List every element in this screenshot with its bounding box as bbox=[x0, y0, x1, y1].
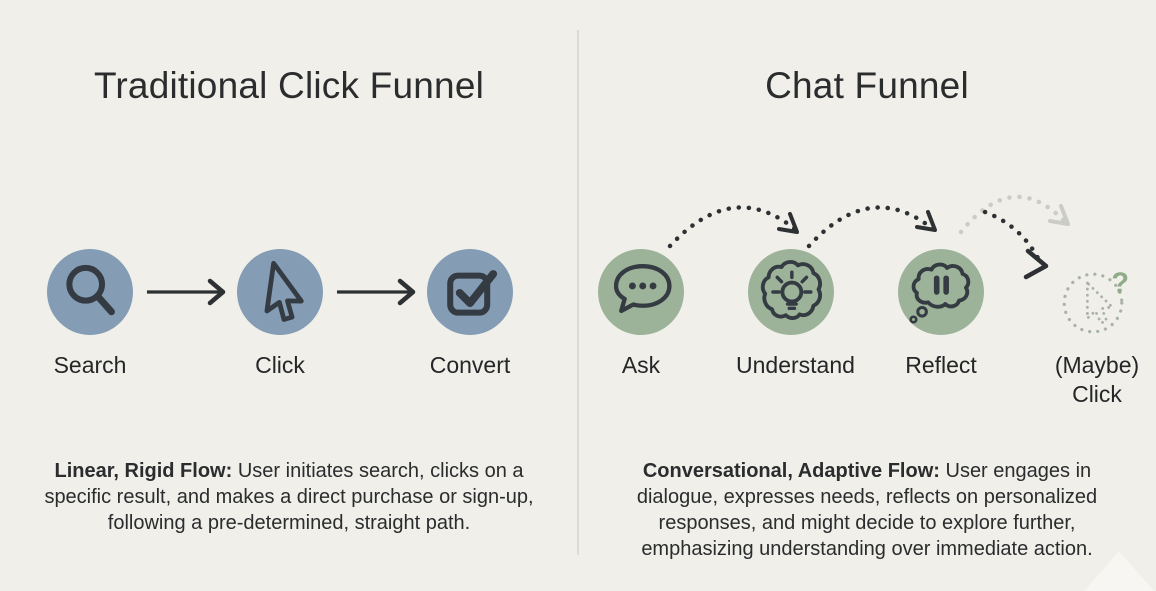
magnifier-icon bbox=[66, 264, 115, 316]
reflect-label: Reflect bbox=[905, 352, 977, 378]
checkbox-check-icon bbox=[447, 270, 498, 316]
step-search: Search bbox=[47, 249, 133, 380]
question-mark: ? bbox=[1111, 268, 1129, 300]
convert-label: Convert bbox=[429, 352, 511, 378]
chat-funnel-row: Ask Understand bbox=[586, 249, 1156, 410]
chat-funnel-description: Conversational, Adaptive Flow: User enga… bbox=[578, 458, 1156, 562]
thought-pause-icon bbox=[909, 262, 971, 324]
panel-divider bbox=[577, 30, 579, 555]
traditional-funnel-panel: Traditional Click Funnel Search bbox=[0, 65, 578, 536]
dotted-arrow-ask-understand bbox=[667, 205, 799, 249]
chat-bubble-icon bbox=[613, 264, 672, 314]
dotted-arrow-understand-reflect bbox=[806, 205, 937, 249]
description-body: User engages in dialogue, expresses need… bbox=[636, 460, 1098, 560]
traditional-funnel-row: Search Click bbox=[0, 249, 569, 380]
reflect-circle bbox=[898, 249, 984, 335]
traditional-funnel-title: Traditional Click Funnel bbox=[93, 65, 485, 106]
ask-label: Ask bbox=[621, 352, 661, 378]
maybe-click-circle: ? bbox=[1057, 259, 1137, 339]
faded-dotted-arrow bbox=[958, 194, 1070, 235]
step-ask: Ask bbox=[598, 249, 684, 380]
click-label: Click bbox=[255, 352, 305, 378]
step-convert: Convert bbox=[427, 249, 513, 380]
chat-funnel-panel: Chat Funnel bbox=[578, 0, 1156, 591]
chat-funnel-title: Chat Funnel bbox=[765, 65, 969, 106]
step-click: Click bbox=[237, 249, 323, 380]
step-understand: Understand bbox=[736, 249, 855, 380]
arrow-right-icon bbox=[337, 278, 416, 306]
step-maybe-click: ? (Maybe) Click bbox=[1042, 249, 1152, 410]
understand-circle bbox=[748, 249, 834, 335]
description-lead: Conversational, Adaptive Flow: bbox=[642, 460, 940, 482]
arrow-right-icon bbox=[147, 278, 226, 306]
brain-lightbulb-icon bbox=[760, 260, 822, 320]
search-label: Search bbox=[53, 352, 127, 378]
dotted-cursor-question-icon: ? bbox=[1062, 268, 1129, 334]
search-circle bbox=[47, 249, 133, 335]
description-lead: Linear, Rigid Flow: bbox=[54, 460, 233, 482]
maybe-click-label: (Maybe) Click bbox=[1054, 352, 1140, 408]
traditional-funnel-description: Linear, Rigid Flow: User initiates searc… bbox=[0, 458, 578, 536]
description-body: User initiates search, clicks on a speci… bbox=[44, 460, 534, 534]
convert-circle bbox=[427, 249, 513, 335]
cursor-icon bbox=[264, 260, 304, 322]
step-reflect: Reflect bbox=[898, 249, 984, 380]
click-circle bbox=[237, 249, 323, 335]
ask-circle bbox=[598, 249, 684, 335]
understand-label: Understand bbox=[736, 352, 855, 378]
